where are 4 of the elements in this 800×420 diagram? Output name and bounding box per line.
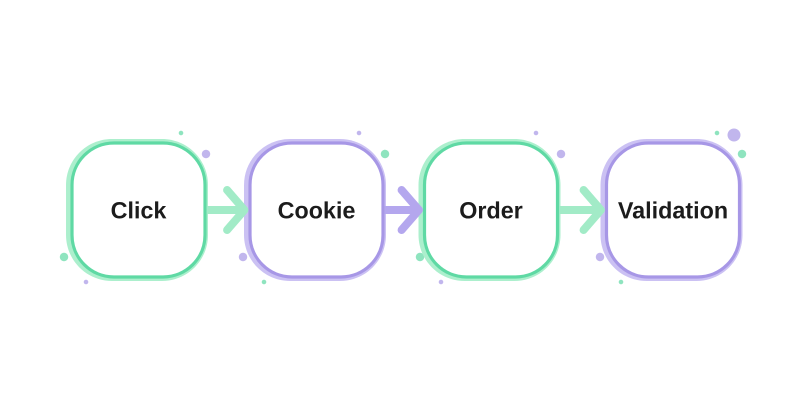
process-box: Cookie xyxy=(244,139,386,281)
process-box: Validation xyxy=(600,139,742,281)
process-box: Order xyxy=(418,139,560,281)
process-box: Click xyxy=(66,139,208,281)
